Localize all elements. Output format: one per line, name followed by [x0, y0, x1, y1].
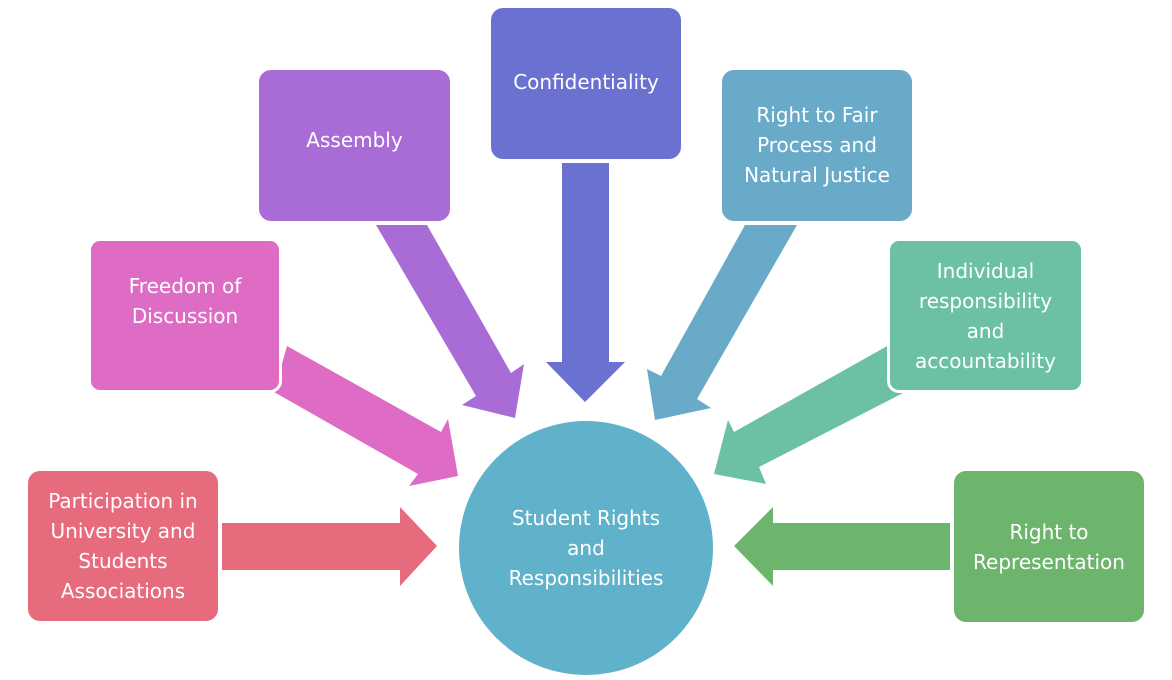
node-confidentiality-label: Confidentiality — [513, 70, 659, 94]
node-fair-process-label: Right to Fair Process and Natural Justic… — [744, 103, 890, 187]
node-individual-responsibility: Individual responsibility and accountabi… — [887, 238, 1084, 393]
node-representation: Right to Representation — [954, 471, 1144, 622]
arrow-freedom-to-center — [274, 346, 458, 486]
arrow-participation-to-center — [222, 507, 437, 586]
node-fair-process: Right to Fair Process and Natural Justic… — [722, 70, 912, 221]
arrow-assembly-to-center — [376, 225, 524, 418]
node-individual-responsibility-label: Individual responsibility and accountabi… — [915, 258, 1056, 373]
node-representation-label: Right to Representation — [973, 519, 1125, 574]
node-confidentiality: Confidentiality — [491, 8, 681, 159]
node-assembly: Assembly — [259, 70, 450, 221]
node-participation: Participation in University and Students… — [28, 471, 218, 621]
node-participation-label: Participation in University and Students… — [48, 489, 198, 603]
center-hub-label: Student Rights and Responsibilities — [508, 506, 664, 590]
arrow-representation-to-center — [734, 507, 950, 586]
node-freedom-of-discussion: Freedom of Discussion — [88, 238, 282, 393]
arrow-fair-process-to-center — [647, 225, 797, 420]
arrow-confidentiality-to-center — [546, 163, 625, 402]
center-hub: Student Rights and Responsibilities — [459, 421, 713, 675]
node-freedom-of-discussion-label: Freedom of Discussion — [128, 274, 242, 328]
arrow-individual-to-center — [714, 345, 905, 484]
node-assembly-label: Assembly — [306, 128, 403, 152]
